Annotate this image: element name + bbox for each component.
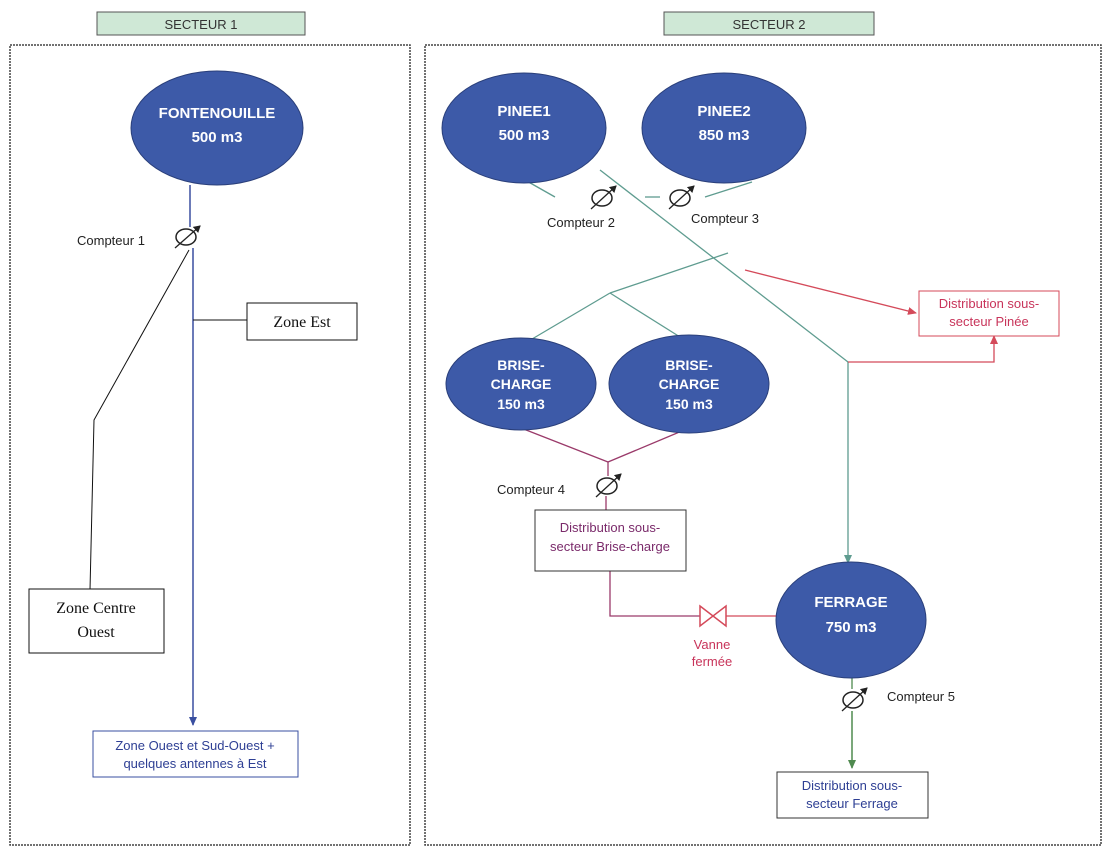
zone-ouest-line1: Zone Ouest et Sud-Ouest +: [115, 738, 274, 753]
tank-pinee1: PINEE1 500 m3: [441, 72, 607, 184]
tank-name-line2: CHARGE: [491, 376, 552, 392]
distribution-pinee-line2: secteur Pinée: [949, 314, 1029, 329]
zone-ouest-box: Zone Ouest et Sud-Ouest + quelques anten…: [92, 730, 299, 778]
tank-name: FONTENOUILLE: [159, 105, 276, 122]
tank-ferrage: FERRAGE 750 m3: [775, 561, 927, 679]
meter-3: Compteur 3: [668, 185, 759, 226]
tank-name-line2: CHARGE: [659, 376, 720, 392]
zone-est-box: Zone Est: [246, 302, 358, 341]
tank-name-line1: BRISE-: [665, 357, 713, 373]
meter-label: Compteur 1: [77, 233, 145, 248]
distribution-brise-line1: Distribution sous-: [560, 520, 660, 535]
distribution-brise-charge-box: Distribution sous- secteur Brise-charge: [534, 509, 687, 572]
closed-valve: Vanne fermée: [692, 604, 732, 669]
distribution-ferrage-line2: secteur Ferrage: [806, 796, 898, 811]
meter-5: Compteur 5: [841, 687, 955, 712]
pipe-to-valve: [609, 571, 700, 617]
meter-label: Compteur 3: [691, 211, 759, 226]
pipe: [607, 427, 690, 463]
pipe: [704, 181, 753, 198]
meter-label: Compteur 4: [497, 482, 565, 497]
valve-label-line1: Vanne: [694, 637, 731, 652]
pipe: [526, 292, 611, 343]
sector-1-frame: [9, 44, 411, 846]
meter-label: Compteur 5: [887, 689, 955, 704]
tank-capacity: 850 m3: [699, 127, 750, 144]
sector-2-tab: SECTEUR 2: [663, 11, 875, 36]
tank-pinee2: PINEE2 850 m3: [641, 72, 807, 184]
zone-centre-ouest-box: Zone Centre Ouest: [28, 588, 165, 654]
tank-capacity: 750 m3: [826, 619, 877, 636]
meter-label: Compteur 2: [547, 215, 615, 230]
tank-name: FERRAGE: [814, 594, 887, 611]
distribution-pinee-box: Distribution sous- secteur Pinée: [918, 290, 1060, 337]
pipe-main-diagonal: [599, 169, 849, 363]
valve-icon: [699, 604, 727, 628]
tank-brise-charge-1: BRISE- CHARGE 150 m3: [445, 337, 597, 431]
flow-meter-icon: [175, 228, 197, 246]
sector-1-tab: SECTEUR 1: [96, 11, 306, 36]
sector-1-label: SECTEUR 1: [165, 17, 238, 32]
tank-fontenouille: FONTENOUILLE 500 m3: [130, 70, 304, 186]
tank-brise-charge-2: BRISE- CHARGE 150 m3: [608, 334, 770, 434]
pipe-to-pinee-distribution-2: [848, 335, 998, 363]
pipe: [609, 292, 689, 343]
tank-capacity: 500 m3: [499, 127, 550, 144]
zone-centre-ouest-line1: Zone Centre: [56, 600, 136, 617]
pipe: [609, 252, 729, 294]
tank-name-line1: BRISE-: [497, 357, 545, 373]
zone-est-label: Zone Est: [273, 314, 331, 331]
tank-name: PINEE2: [697, 103, 750, 120]
tank-capacity: 150 m3: [665, 396, 713, 412]
sector-2-label: SECTEUR 2: [733, 17, 806, 32]
distribution-ferrage-line1: Distribution sous-: [802, 778, 902, 793]
tank-name: PINEE1: [497, 103, 550, 120]
distribution-pinee-line1: Distribution sous-: [939, 296, 1039, 311]
zone-ouest-line2: quelques antennes à Est: [123, 756, 266, 771]
distribution-brise-line2: secteur Brise-charge: [550, 539, 670, 554]
leader-zone-centre-ouest: [89, 249, 190, 591]
meter-1: Compteur 1: [77, 225, 201, 249]
distribution-ferrage-box: Distribution sous- secteur Ferrage: [776, 771, 929, 819]
pipe: [520, 427, 609, 463]
zone-centre-ouest-line2: Ouest: [77, 624, 115, 641]
tank-capacity: 150 m3: [497, 396, 545, 412]
meter-4: Compteur 4: [497, 473, 622, 498]
tank-capacity: 500 m3: [192, 129, 243, 146]
meter-2: Compteur 2: [547, 185, 617, 230]
pipe-to-pinee-distribution: [744, 269, 917, 315]
sector-2-frame: [424, 44, 1102, 846]
valve-label-line2: fermée: [692, 654, 732, 669]
